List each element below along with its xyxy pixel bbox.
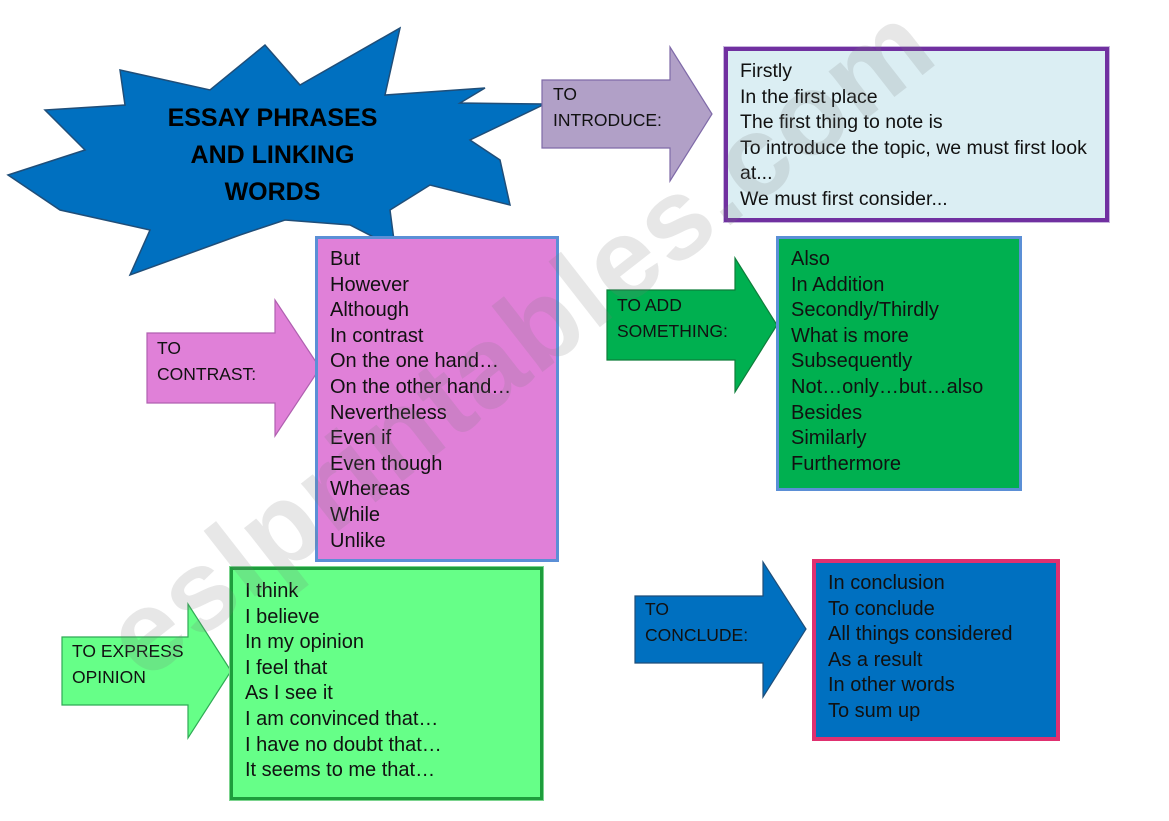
phrase-item: In Addition <box>791 273 885 296</box>
add-arrow <box>606 255 778 395</box>
phrase-item: I have no doubt that… <box>245 733 442 756</box>
phrase-item: It seems to me that… <box>245 759 436 782</box>
label-line: CONTRAST: <box>157 364 257 384</box>
opinion-box: I think I believe In my opinion I feel t… <box>229 566 544 801</box>
contrast-box: But However Although In contrast On the … <box>315 236 559 562</box>
phrase-item: In my opinion <box>245 631 364 654</box>
phrase-item: I believe <box>245 605 320 628</box>
add-label: TO ADD SOMETHING: <box>617 292 728 344</box>
conclude-label: TO CONCLUDE: <box>645 596 748 648</box>
label-line: TO EXPRESS <box>72 641 184 661</box>
phrase-item: All things considered <box>828 623 1013 646</box>
conclude-arrow <box>634 559 807 700</box>
phrase-item: In contrast <box>330 324 424 347</box>
phrase-item: I think <box>245 580 299 602</box>
phrase-item: Unlike <box>330 529 386 552</box>
introduce-arrow <box>541 44 713 184</box>
opinion-arrow <box>61 601 232 741</box>
phrase-item: In the first place <box>740 85 878 108</box>
opinion-label: TO EXPRESS OPINION <box>72 638 184 690</box>
label-line: INTRODUCE: <box>553 110 662 130</box>
phrase-item: Also <box>791 248 830 270</box>
phrase-item: However <box>330 273 409 296</box>
label-line: TO ADD <box>617 295 682 315</box>
phrase-item: Subsequently <box>791 350 913 373</box>
label-line: OPINION <box>72 667 146 687</box>
conclude-box: In conclusion To conclude All things con… <box>812 559 1060 741</box>
label-line: TO <box>553 84 577 104</box>
label-line: TO <box>157 338 181 358</box>
diagram-title: ESSAY PHRASES AND LINKING WORDS <box>130 100 415 211</box>
phrase-item: To conclude <box>828 597 935 620</box>
phrase-item: Secondly/Thirdly <box>791 299 939 322</box>
title-line: AND LINKING <box>190 141 355 169</box>
phrase-item: We must first consider... <box>740 187 948 210</box>
phrase-item: Even if <box>330 427 392 450</box>
introduce-label: TO INTRODUCE: <box>553 81 662 133</box>
phrase-item: Even though <box>330 452 443 475</box>
phrase-item: In conclusion <box>828 572 945 594</box>
label-line: CONCLUDE: <box>645 625 749 645</box>
phrase-item: To sum up <box>828 699 921 722</box>
introduce-box: Firstly In the first place The first thi… <box>723 46 1110 223</box>
phrase-item: Not…only…but…also <box>791 375 984 398</box>
add-box: Also In Addition Secondly/Thirdly What i… <box>776 236 1022 491</box>
phrase-item: What is more <box>791 324 909 347</box>
phrase-item: To introduce the topic, we must first lo… <box>740 136 1087 185</box>
title-starburst <box>6 26 546 277</box>
title-line: ESSAY PHRASES <box>167 104 378 132</box>
phrase-item: Besides <box>791 401 863 424</box>
contrast-label: TO CONTRAST: <box>157 335 256 387</box>
label-line: SOMETHING: <box>617 321 728 341</box>
phrase-item: Whereas <box>330 478 411 501</box>
phrase-item: I feel that <box>245 656 328 679</box>
phrase-item: As a result <box>828 648 923 671</box>
phrase-item: As I see it <box>245 682 333 705</box>
phrase-item: The first thing to note is <box>740 111 943 134</box>
phrase-item: Firstly <box>740 60 792 82</box>
title-line: WORDS <box>224 178 321 206</box>
contrast-arrow <box>146 298 321 438</box>
phrase-item: Nevertheless <box>330 401 447 424</box>
phrase-item: Furthermore <box>791 452 902 475</box>
label-line: TO <box>645 599 669 619</box>
phrase-item: In other words <box>828 674 955 697</box>
phrase-item: While <box>330 503 381 526</box>
phrase-item: Similarly <box>791 427 867 450</box>
phrase-item: I am convinced that… <box>245 707 439 730</box>
phrase-item: On the one hand… <box>330 350 500 373</box>
phrase-item: But <box>330 248 361 270</box>
phrase-item: On the other hand… <box>330 375 512 398</box>
phrase-item: Although <box>330 299 409 322</box>
